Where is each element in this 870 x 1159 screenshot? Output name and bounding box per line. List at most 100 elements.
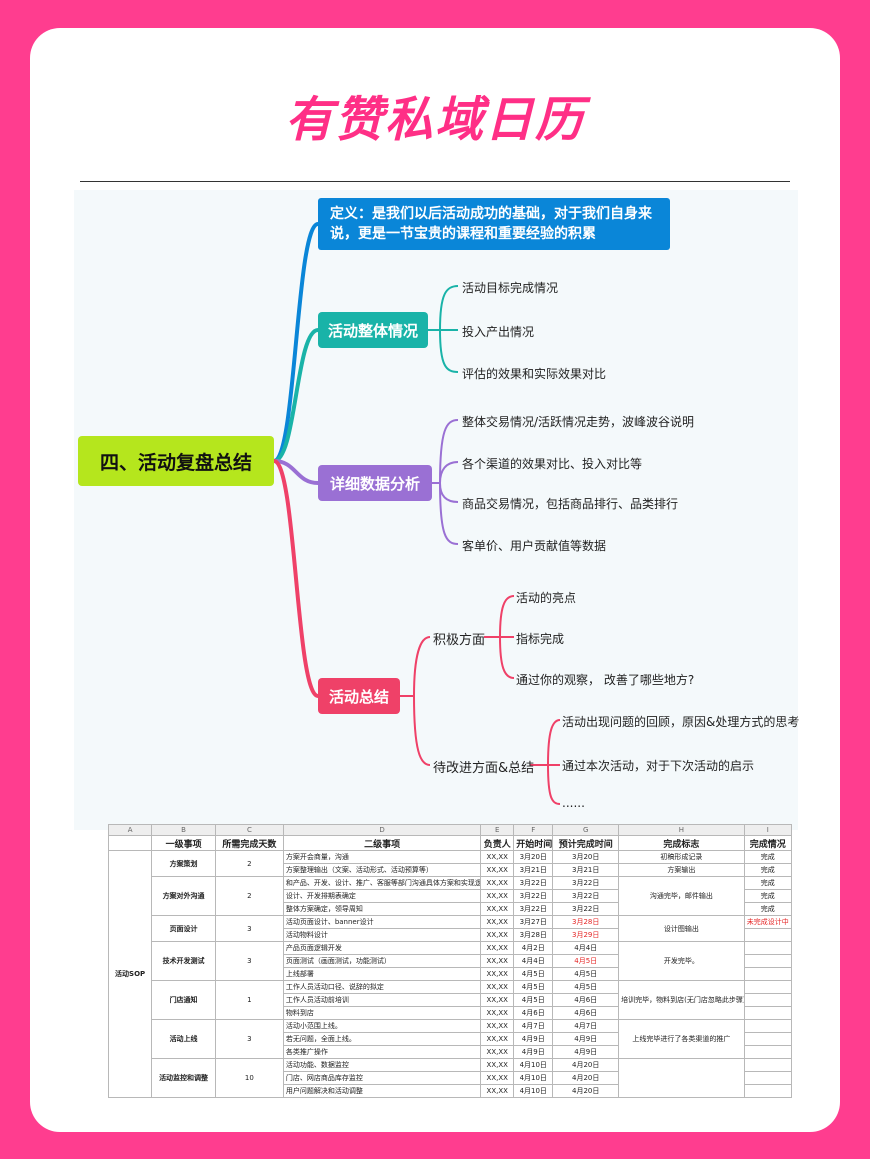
- task-cell: 工作人员活动前培训: [282, 993, 482, 1007]
- title-divider: [80, 181, 790, 182]
- data-analysis-item: 各个渠道的效果对比、投入对比等: [462, 457, 643, 471]
- group-days: 2: [214, 876, 284, 916]
- content-card: 有赞私域日历 四、活动复盘总结 定义：是我们以后活动成功的基础，对于我们自身来说…: [30, 28, 840, 1132]
- end-cell: 3月29日: [552, 928, 620, 942]
- task-cell: 设计、开发排期表确定: [282, 889, 482, 903]
- start-cell: 3月20日: [513, 850, 554, 864]
- page-title: 有赞私域日历: [284, 92, 585, 148]
- column-letter: F: [513, 824, 554, 836]
- root-node: 四、活动复盘总结: [78, 436, 274, 486]
- group-days: 3: [214, 1019, 284, 1059]
- end-cell: 4月20日: [552, 1058, 620, 1072]
- mark-cell: 设计图输出: [618, 915, 745, 942]
- mind-map-connectors: [272, 222, 561, 805]
- start-cell: 3月22日: [513, 902, 554, 916]
- task-cell: 若无问题，全面上线。: [282, 1032, 482, 1046]
- improve-item: 通过本次活动，对于下次活动的启示: [562, 759, 755, 773]
- task-cell: 和产品、开发、设计、推广、客服等部门沟通具体方案和实现逻辑: [282, 876, 482, 890]
- start-cell: 4月5日: [513, 967, 554, 981]
- task-cell: 上线部署: [282, 967, 482, 981]
- definition-node: 定义：是我们以后活动成功的基础，对于我们自身来说，更是一节宝贵的课程和重要经验的…: [318, 198, 670, 250]
- connector-overall: [273, 328, 319, 463]
- owner-cell: XX,XX: [480, 980, 515, 994]
- status-cell: 完成: [743, 889, 793, 903]
- end-cell: 4月6日: [552, 1006, 620, 1020]
- start-cell: 4月10日: [513, 1084, 554, 1098]
- status-cell: [743, 941, 793, 955]
- owner-cell: XX,XX: [480, 889, 515, 903]
- owner-cell: XX,XX: [480, 967, 515, 981]
- end-cell: 3月20日: [552, 850, 620, 864]
- end-cell: 4月5日: [552, 954, 620, 968]
- task-cell: 活动功能、数据监控: [282, 1058, 482, 1072]
- data-analysis-item: 客单价、用户贡献值等数据: [462, 539, 607, 553]
- task-cell: 方案整理输出（文案、活动形式、活动预算等）: [282, 863, 482, 877]
- column-header: 一级事项: [151, 835, 216, 851]
- mark-cell: [618, 1058, 745, 1098]
- start-cell: 3月21日: [513, 863, 554, 877]
- owner-cell: XX,XX: [480, 863, 515, 877]
- end-cell: 4月7日: [552, 1019, 620, 1033]
- task-cell: 页面测试（画面测试，功能测试）: [282, 954, 482, 968]
- task-cell: 用户问题解决和活动调整: [282, 1084, 482, 1098]
- mark-cell: 方案输出: [618, 863, 745, 877]
- owner-cell: XX,XX: [480, 928, 515, 942]
- start-cell: 3月22日: [513, 889, 554, 903]
- group-days: 2: [214, 850, 284, 877]
- improve-item: ......: [562, 796, 585, 810]
- task-cell: 活动物料设计: [282, 928, 482, 942]
- status-cell: [743, 1045, 793, 1059]
- start-cell: 4月4日: [513, 954, 554, 968]
- section-cell: 活动SOP: [107, 850, 153, 1098]
- group-name: 门店通知: [151, 980, 216, 1020]
- overall-item: 活动目标完成情况: [462, 281, 559, 295]
- column-letter: C: [214, 824, 284, 836]
- column-header: 完成标志: [618, 835, 745, 851]
- task-cell: 方案开会商量，沟通: [282, 850, 482, 864]
- status-cell: 未完成设计中: [743, 915, 793, 929]
- mark-cell: 培训完毕，物料到店(无门店忽略此步骤): [618, 980, 745, 1020]
- end-cell: 3月22日: [552, 889, 620, 903]
- column-letter: G: [552, 824, 620, 836]
- status-cell: 完成: [743, 863, 793, 877]
- end-cell: 4月9日: [552, 1045, 620, 1059]
- column-header: 负责人: [480, 835, 515, 851]
- group-name: 活动监控和调整: [151, 1058, 216, 1098]
- end-cell: 3月22日: [552, 902, 620, 916]
- start-cell: 4月6日: [513, 1006, 554, 1020]
- mark-cell: 上线完毕进行了各类渠道的推广: [618, 1019, 745, 1059]
- group-days: 3: [214, 941, 284, 981]
- data-analysis-item: 整体交易情况/活跃情况走势，波峰波谷说明: [462, 415, 695, 429]
- mark-cell: 初稿形成记录: [618, 850, 745, 864]
- summary-node: 活动总结: [318, 678, 400, 714]
- task-cell: 工作人员活动口径、说辞的拟定: [282, 980, 482, 994]
- owner-cell: XX,XX: [480, 1032, 515, 1046]
- owner-cell: XX,XX: [480, 954, 515, 968]
- status-cell: [743, 1071, 793, 1085]
- end-cell: 4月6日: [552, 993, 620, 1007]
- status-cell: 完成: [743, 850, 793, 864]
- owner-cell: XX,XX: [480, 1058, 515, 1072]
- status-cell: [743, 1084, 793, 1098]
- end-cell: 4月4日: [552, 941, 620, 955]
- status-cell: 完成: [743, 876, 793, 890]
- column-letter: E: [480, 824, 515, 836]
- overall-node: 活动整体情况: [318, 312, 428, 348]
- group-days: 10: [214, 1058, 284, 1098]
- positive-item: 指标完成: [516, 632, 565, 646]
- start-cell: 4月5日: [513, 980, 554, 994]
- task-cell: 产品页面逻辑开发: [282, 941, 482, 955]
- owner-cell: XX,XX: [480, 1019, 515, 1033]
- start-cell: 4月9日: [513, 1032, 554, 1046]
- owner-cell: XX,XX: [480, 902, 515, 916]
- start-cell: 4月10日: [513, 1071, 554, 1085]
- column-header: 预计完成时间: [552, 835, 620, 851]
- task-cell: 门店、网店商品库存监控: [282, 1071, 482, 1085]
- data-analysis-item: 商品交易情况，包括商品排行、品类排行: [462, 497, 679, 511]
- start-cell: 4月5日: [513, 993, 554, 1007]
